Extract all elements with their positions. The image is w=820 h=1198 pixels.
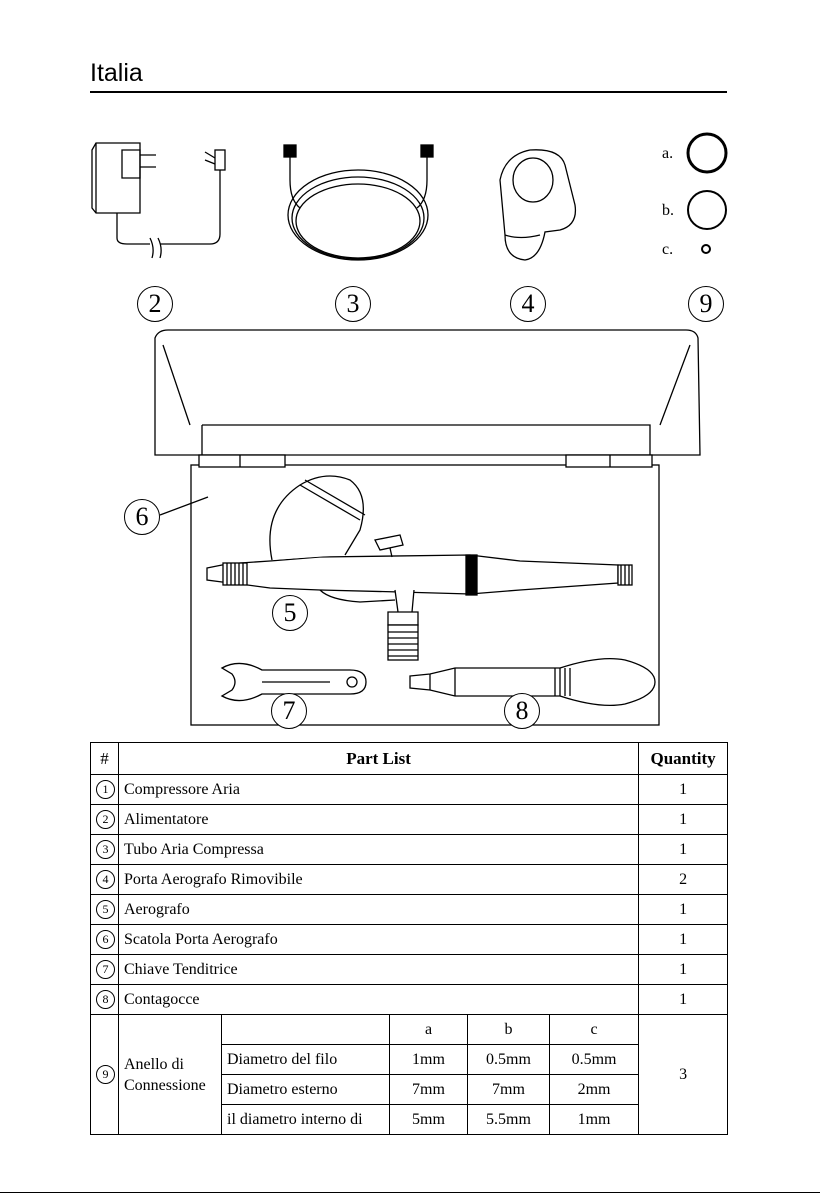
ring-name-line-1: Anello di [124,1055,184,1073]
spec-row: Diametro del filo 1mm 0.5mm 0.5mm [91,1044,728,1075]
spec-col-a: a [389,1014,468,1045]
callout-5: 5 [272,595,308,631]
callout-4: 4 [510,286,546,322]
row-name: Porta Aerografo Rimovibile [117,864,640,895]
row-name: Chiave Tenditrice [117,954,640,985]
callout-3: 3 [335,286,371,322]
row-number: 4 [96,870,115,889]
dropper-drawing [409,658,656,706]
page-bottom-divider [0,1192,820,1193]
o-rings-drawing [686,132,728,254]
airbrush-drawing [206,475,633,661]
callout-9: 9 [688,286,724,322]
row-qty: 2 [638,864,729,895]
row-qty: 1 [638,774,729,805]
title-divider [90,91,727,93]
row-number: 5 [96,900,115,919]
air-hose-drawing [283,144,434,261]
row-qty: 1 [638,954,729,985]
table-header-row: # Part List Quantity [90,742,729,775]
row-number: 7 [96,960,115,979]
row-name: Scatola Porta Aerografo [117,924,640,955]
header-number: # [90,742,119,775]
header-quantity: Quantity [638,742,729,775]
spec-c: 0.5mm [548,1044,640,1075]
ring-label-a: a. [662,145,674,162]
spec-a: 5mm [389,1104,468,1135]
ring-label-b: b. [662,202,674,219]
row-name: Compressore Aria [117,774,640,805]
table-row: 5 Aerografo 1 [90,894,729,925]
table-row: 3 Tubo Aria Compressa 1 [90,834,729,865]
parts-illustration [91,132,728,726]
parts-table: # Part List Quantity 1 Compressore Aria … [90,742,729,1135]
row-name: Alimentatore [117,804,640,835]
spec-row: il diametro interno di 5mm 5.5mm 1mm [91,1104,728,1135]
ring-name-line-2: Connessione [124,1076,206,1094]
row-number: 8 [96,990,115,1009]
spec-label: Diametro del filo [221,1044,390,1075]
ring-label-c: c. [662,241,674,258]
table-row: 4 Porta Aerografo Rimovibile 2 [90,864,729,895]
row-number: 1 [96,780,115,799]
case-lid-drawing [154,329,701,456]
row-number: 6 [96,930,115,949]
row-qty: 1 [638,984,729,1015]
spec-c: 1mm [548,1104,640,1135]
spec-blank-cell [221,1014,390,1045]
row-number: 2 [96,810,115,829]
row-number: 9 [96,1065,115,1084]
callout-8: 8 [504,693,540,729]
spec-c: 2mm [548,1074,640,1105]
spec-a: 7mm [389,1074,468,1105]
table-row: 6 Scatola Porta Aerografo 1 [90,924,729,955]
airbrush-holder-drawing [499,149,577,261]
spec-a: 1mm [389,1044,468,1075]
row-qty: 1 [638,804,729,835]
spec-label: Diametro esterno [221,1074,390,1105]
ring-qty: 3 [638,1014,729,1135]
table-row: 7 Chiave Tenditrice 1 [90,954,729,985]
page-title: Italia [90,59,143,87]
callout-2: 2 [137,286,173,322]
spec-b: 7mm [467,1074,550,1105]
table-row: 2 Alimentatore 1 [90,804,729,835]
row-number: 3 [96,840,115,859]
spec-b: 0.5mm [467,1044,550,1075]
table-row: 8 Contagocce 1 [90,984,729,1015]
ring-spec-header-row: 9 Anello di Connessione a b c 3 [90,1014,729,1135]
row-name: Aerografo [117,894,640,925]
spec-col-c: c [548,1014,640,1045]
row-name: Tubo Aria Compressa [117,834,640,865]
row-qty: 1 [638,924,729,955]
callout-7: 7 [271,693,307,729]
spec-b: 5.5mm [467,1104,550,1135]
spec-label: il diametro interno di [221,1104,390,1135]
header-part-list: Part List [117,742,640,775]
row-name: Contagocce [117,984,640,1015]
table-row: 1 Compressore Aria 1 [90,774,729,805]
callout-6: 6 [124,499,160,535]
row-qty: 1 [638,894,729,925]
spec-col-b: b [467,1014,550,1045]
row-qty: 1 [638,834,729,865]
wrench-drawing [220,662,367,702]
power-adapter-drawing [91,142,226,259]
ring-row-name: Anello di Connessione [118,1014,222,1135]
